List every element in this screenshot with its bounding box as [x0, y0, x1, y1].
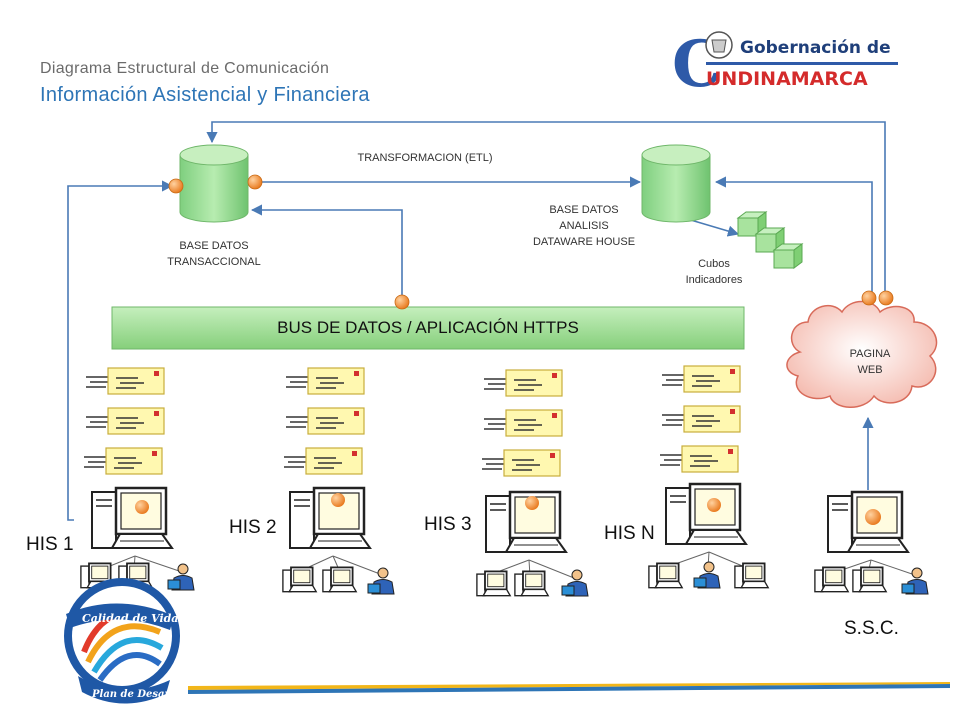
message-icon [286, 367, 365, 395]
connector-dot [247, 174, 263, 190]
connector-dot [525, 496, 539, 510]
message-icon [662, 405, 741, 433]
diagram-subtitle: Diagrama Estructural de Comunicación [40, 60, 330, 77]
connector-dot [861, 290, 877, 306]
user-icon [693, 561, 721, 589]
workstation-icon [282, 566, 318, 593]
diagram-title: Información Asistencial y Financiera [40, 84, 370, 106]
connector-dot [707, 498, 721, 512]
logo-line2: UNDINAMARCA [706, 68, 868, 90]
cubes-label: Cubos Indicadores [685, 258, 743, 286]
client-label-his1: HIS 1 [26, 534, 74, 555]
message-icon [484, 409, 563, 437]
web-to-warehouse-link [714, 176, 873, 293]
his-servers [90, 482, 910, 554]
web-to-transactional-link [206, 121, 886, 293]
message-icon [86, 367, 165, 395]
gobernacion-logo: C Gobernación de UNDINAMARCA [672, 27, 898, 102]
transactional-db-label: BASE DATOS TRANSACCIONAL [167, 240, 261, 268]
bus-to-transactional-link [250, 204, 403, 303]
footer-stripe [188, 682, 950, 694]
connector-dot [168, 178, 184, 194]
transactional-db-cylinder [179, 144, 249, 223]
computer-icon [90, 486, 174, 550]
user-icon [167, 563, 195, 591]
message-icon [482, 449, 561, 477]
message-icon [284, 447, 363, 475]
workstation-icon [648, 562, 684, 589]
plan-logo-line1: Calidad de Vida [82, 612, 178, 625]
connectors [67, 121, 886, 521]
workstation-icon [734, 562, 770, 589]
plan-logo-line2: Plan de Desarrollo [91, 689, 196, 700]
message-icon [660, 445, 739, 473]
connector-dot [878, 290, 894, 306]
bus-label: BUS DE DATOS / APLICACIÓN HTTPS [277, 318, 579, 337]
logo-line1: Gobernación de [740, 38, 891, 58]
connector-dot [865, 509, 881, 525]
workstation-icon [852, 566, 888, 593]
computer-icon [664, 482, 748, 546]
client-workstations [80, 561, 929, 597]
message-stacks [84, 365, 741, 477]
workstation-icon [814, 566, 850, 593]
workstation-icon [514, 570, 550, 597]
message-icon [84, 447, 163, 475]
connector-dots [168, 174, 894, 310]
connector-dot [331, 493, 345, 507]
web-page-label: PAGINA WEB [849, 348, 891, 376]
message-icon [662, 365, 741, 393]
etl-label: TRANSFORMACION (ETL) [357, 152, 493, 164]
warehouse-db-cylinder [641, 144, 711, 223]
his1-to-transactional-link [67, 180, 174, 521]
ssc-label: S.S.C. [844, 618, 899, 639]
client-label-his2: HIS 2 [229, 517, 277, 538]
cube-icon [773, 243, 803, 269]
user-icon [561, 569, 589, 597]
client-label-hisn: HIS N [604, 523, 655, 544]
data-bus-bar [111, 306, 745, 350]
message-icon [484, 369, 563, 397]
connector-dot [135, 500, 149, 514]
computer-icon [288, 486, 372, 550]
user-icon [367, 567, 395, 595]
connector-dot [394, 294, 410, 310]
client-label-his3: HIS 3 [424, 514, 472, 535]
message-icon [286, 407, 365, 435]
warehouse-db-label: BASE DATOS ANALISIS DATAWARE HOUSE [532, 204, 636, 248]
plan-logo: Calidad de Vida Plan de Desarrollo [64, 578, 196, 704]
web-page-cloud [786, 300, 938, 408]
workstation-icon [476, 570, 512, 597]
workstation-icon [322, 566, 358, 593]
message-icon [86, 407, 165, 435]
server-dots [135, 493, 881, 525]
